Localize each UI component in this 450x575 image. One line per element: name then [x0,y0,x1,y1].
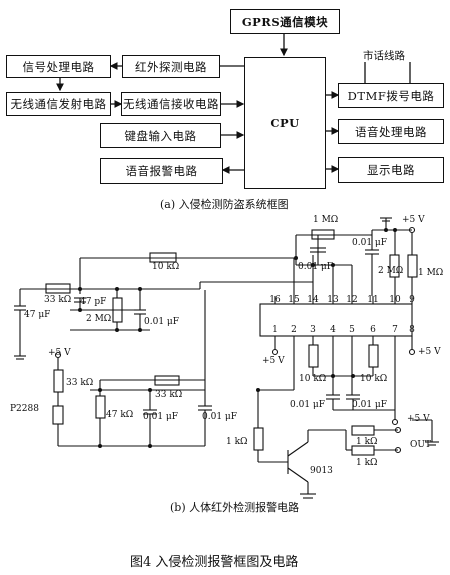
label-r-2m-right: 2 MΩ [378,266,404,276]
caption-a: (a) 入侵检测防盗系统框图 [160,198,289,211]
signal-processing-box: 信号处理电路 [6,55,111,78]
label-vcc-left: +5 V [48,348,71,358]
pin-2: 2 [291,325,297,335]
label-c-47p: 47 pF [80,297,107,307]
label-c-001-top: 0.01 μF [298,262,333,272]
display-box: 显示电路 [338,157,444,183]
cpu-box: CPU [244,57,326,189]
label-r-33k-a: 33 kΩ [66,378,94,388]
label-sensor-p2288: P2288 [10,404,39,414]
ic-pin-numbers: 16 15 14 13 12 11 10 9 1 2 3 4 5 6 7 8 [269,295,415,335]
pin-1: 1 [272,325,278,335]
wireless-tx-box: 无线通信发射电路 [6,92,111,116]
label-r-1m-top: 1 MΩ [313,215,339,225]
pin-16: 16 [269,295,281,305]
keyboard-input-box: 键盘输入电路 [100,123,221,148]
caption-b: (b) 人体红外检测报警电路 [170,501,300,514]
block-diagram-wires [56,27,411,174]
pin-8: 8 [409,325,415,335]
label-r-2m-left: 2 MΩ [86,314,112,324]
voice-processing-box: 语音处理电路 [338,119,444,144]
label-r-10k-top: 10 kΩ [152,262,180,272]
pin-10: 10 [389,295,401,305]
pin-14: 14 [307,295,319,305]
dtmf-dialing-box: DTMF拨号电路 [338,83,444,108]
pin-11: 11 [367,295,378,305]
label-r-1k-a: 1 kΩ [356,437,378,447]
label-r-47k: 47 kΩ [106,410,134,420]
label-vcc-top: +5 V [402,215,425,225]
label-c-001-low-a: 0.01 μF [290,400,325,410]
pin-15: 15 [288,295,300,305]
label-c-001-mid: 0.01 μF [143,412,178,422]
pin-7: 7 [392,325,398,335]
label-r-33k-b: 33 kΩ [155,390,183,400]
label-r-10k-b: 10 kΩ [360,374,388,384]
label-r-33k-left: 33 kΩ [44,295,72,305]
pin-6: 6 [370,325,376,335]
label-out: OUT [410,440,431,450]
label-vcc-out: +5 V [407,414,430,424]
label-r-10k-a: 10 kΩ [299,374,327,384]
voice-alarm-box: 语音报警电路 [100,158,223,184]
pin-4: 4 [330,325,336,335]
ir-detection-box: 红外探测电路 [122,55,220,78]
phone-line-label: 市话线路 [363,50,405,62]
label-c-001-right: 0.01 μF [352,238,387,248]
label-c-001-mid2: 0.01 μF [202,412,237,422]
pin-9: 9 [409,295,415,305]
pin-13: 13 [327,295,339,305]
pin-3: 3 [310,325,316,335]
pin-12: 12 [346,295,357,305]
ir-alarm-circuit [14,217,439,499]
label-c-001-low-b: 0.01 μF [352,400,387,410]
label-r-1k-b: 1 kΩ [356,458,378,468]
label-r-1m-right: 1 MΩ [418,268,444,278]
wireless-rx-box: 无线通信接收电路 [121,92,221,116]
pin-5: 5 [349,325,355,335]
label-c-001-left: 0.01 μF [144,317,179,327]
label-transistor-9013: 9013 [310,466,333,476]
label-vcc-pin8: +5 V [418,347,441,357]
gprs-module-box: GPRS通信模块 [230,9,340,34]
label-vcc-pin1: +5 V [262,356,285,366]
label-r-1k-base: 1 kΩ [226,437,248,447]
label-c-47u: 47 μF [24,310,51,320]
figure-caption: 图4 入侵检测报警框图及电路 [130,555,299,570]
